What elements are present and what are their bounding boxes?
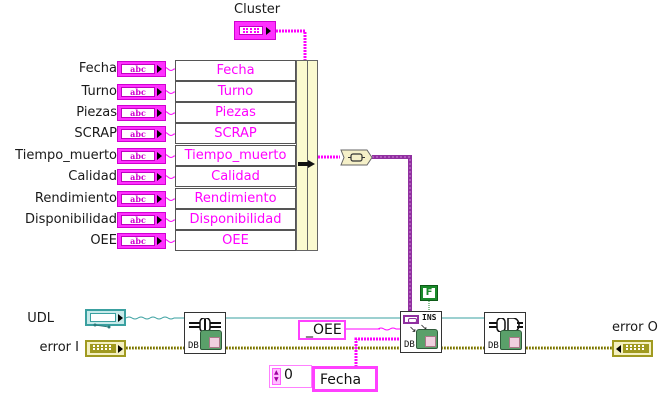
connect-plug-icon — [189, 317, 221, 333]
boolean-value: F — [423, 288, 435, 298]
control-label: OEE — [90, 233, 117, 248]
to-variant-node[interactable] — [340, 149, 373, 166]
string-control-fecha[interactable]: abc — [117, 61, 166, 77]
disconnect-plug-icon — [489, 317, 523, 333]
cluster-glyph-icon — [239, 26, 263, 35]
error-in-label: error I — [39, 340, 79, 355]
arrow-right-icon — [157, 216, 162, 224]
bundle-element[interactable]: Turno — [175, 81, 296, 102]
string-glyph-icon: abc — [121, 215, 155, 225]
string-control-rendimiento[interactable]: abc — [117, 191, 166, 207]
db-tag: DB — [488, 341, 499, 351]
bundle-element[interactable]: SCRAP — [175, 123, 296, 144]
database-icon — [200, 330, 222, 350]
arrow-right-icon — [157, 65, 162, 73]
string-control-tiempo-muerto[interactable]: abc — [117, 148, 166, 164]
string-glyph-icon: abc — [121, 194, 155, 204]
error-cluster-glyph-icon — [90, 344, 116, 353]
string-glyph-icon: abc — [121, 129, 155, 139]
arrow-right-icon — [157, 195, 162, 203]
db-tag: DB — [188, 341, 199, 351]
db-close-connection-subvi[interactable]: DB — [484, 312, 526, 354]
arrow-right-icon — [157, 152, 162, 160]
arrow-down-right-icon: ↘ — [420, 323, 428, 333]
arrow-left-icon — [616, 345, 621, 353]
error-out-label: error O — [612, 320, 658, 335]
string-glyph-icon: abc — [121, 151, 155, 161]
refnum-wire — [125, 316, 184, 320]
variant-icon — [403, 315, 419, 324]
arrow-right-icon — [157, 173, 162, 181]
bundle-element[interactable]: Fecha — [175, 60, 296, 81]
bundle-output-column — [307, 60, 318, 251]
arrow-right-icon — [266, 27, 271, 35]
bundle-element[interactable]: Tiempo_muerto — [175, 145, 296, 166]
database-icon — [500, 330, 522, 350]
bundle-element[interactable]: Calidad — [175, 166, 296, 187]
bundle-element[interactable]: Rendimiento — [175, 188, 296, 209]
string-glyph-icon: abc — [121, 64, 155, 74]
arrow-right-icon — [118, 314, 123, 322]
arrow-right-icon — [157, 237, 162, 245]
string-glyph-icon: abc — [121, 87, 155, 97]
arrow-right-icon — [157, 109, 162, 117]
control-label: Turno — [81, 84, 117, 99]
string-glyph-icon: abc — [121, 108, 155, 118]
string-glyph-icon: abc — [121, 236, 155, 246]
arrow-right-icon — [118, 345, 123, 353]
string-control-oee[interactable]: abc — [117, 233, 166, 249]
ins-badge: INS — [422, 313, 437, 322]
control-label: Tiempo_muerto — [15, 148, 117, 163]
db-open-connection-subvi[interactable]: DB — [184, 312, 226, 354]
spin-up-icon[interactable]: ▲ — [274, 369, 279, 376]
cluster-label: Cluster — [234, 2, 281, 17]
control-label: Rendimiento — [34, 191, 117, 206]
index-spinner[interactable]: ▲ ▼ — [272, 368, 281, 385]
string-control-calidad[interactable]: abc — [117, 169, 166, 185]
table-name-constant[interactable]: _OEE — [298, 320, 346, 340]
string-control-piezas[interactable]: abc — [117, 105, 166, 121]
refnum-glyph-icon — [90, 313, 116, 329]
boolean-false-constant[interactable]: F — [420, 285, 438, 301]
string-control-turno[interactable]: abc — [117, 84, 166, 100]
cluster-input-wire — [276, 29, 307, 60]
spin-down-icon[interactable]: ▼ — [274, 376, 279, 383]
cluster-indicator-terminal[interactable] — [234, 21, 276, 40]
arrow-right-icon — [157, 130, 162, 138]
variant-wire — [372, 155, 412, 312]
arrow-right-icon — [157, 88, 162, 96]
column-name-constant[interactable]: Fecha — [312, 366, 378, 392]
control-label: Piezas — [76, 105, 117, 120]
error-in-terminal[interactable] — [85, 340, 126, 357]
string-glyph-icon: abc — [121, 172, 155, 182]
control-label: Fecha — [78, 61, 117, 76]
arrow-down-right-icon: ↘ — [409, 325, 417, 335]
database-icon — [416, 329, 438, 349]
bundle-element[interactable]: OEE — [175, 230, 296, 251]
control-label: SCRAP — [74, 126, 117, 141]
db-tag: DB — [404, 340, 415, 350]
control-label: Calidad — [68, 169, 117, 184]
array-index-value[interactable]: 0 — [284, 367, 293, 383]
udl-control-terminal[interactable] — [85, 309, 126, 329]
error-cluster-glyph-icon — [623, 344, 649, 353]
bundle-output-arrow-icon — [298, 153, 315, 168]
udl-label: UDL — [27, 311, 54, 326]
string-control-scrap[interactable]: abc — [117, 126, 166, 142]
table-wire — [377, 327, 400, 331]
string-control-disponibilidad[interactable]: abc — [117, 212, 166, 228]
db-insert-data-subvi[interactable]: INS ↘ ↘ DB — [400, 311, 442, 353]
error-out-terminal[interactable] — [612, 340, 653, 357]
control-label: Disponibilidad — [24, 212, 117, 227]
bundle-element[interactable]: Disponibilidad — [175, 209, 296, 230]
bundle-element[interactable]: Piezas — [175, 102, 296, 123]
columns-wire — [354, 337, 400, 367]
column-array-constant[interactable]: ▲ ▼ 0 — [269, 365, 312, 388]
